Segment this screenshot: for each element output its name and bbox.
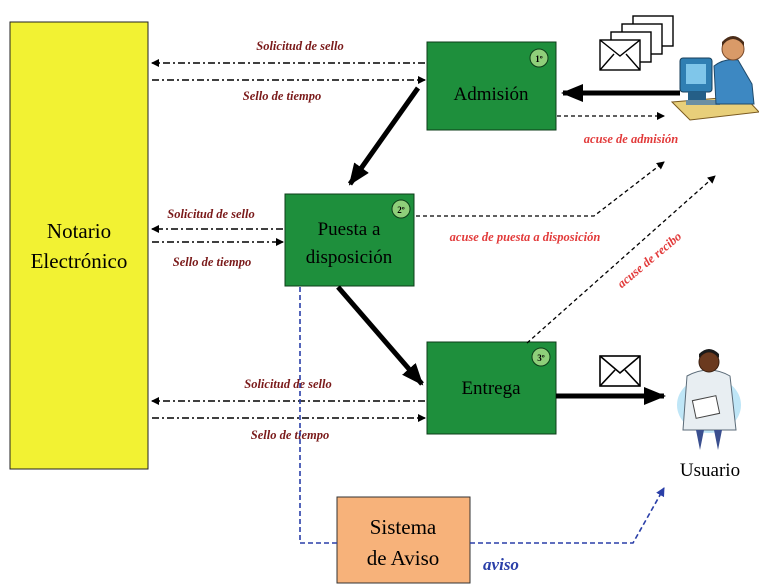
aviso-line1: Sistema (370, 515, 437, 539)
sistema-aviso-box: Sistema de Aviso (336, 496, 471, 584)
puesta-line2: disposición (306, 247, 393, 268)
notario-line1: Notario (47, 219, 111, 243)
label-acuse-recibo: acuse de recibo (615, 229, 685, 291)
step-badge-2 (391, 199, 411, 219)
puesta-line1: Puesta a (318, 219, 381, 240)
entrega-label: Entrega (461, 378, 521, 399)
notario-line2: Electrónico (31, 249, 128, 273)
acuse-recibo-arrow (526, 175, 716, 344)
aviso-link-line (299, 287, 337, 544)
step-badge-1-text: 1º (535, 54, 543, 64)
flow-arrow-puesta-to-entrega (336, 285, 424, 386)
office-worker-at-computer-icon (670, 36, 759, 121)
puesta-disposicion-box: Puesta a disposición 2º (284, 193, 415, 287)
acuse-puesta-arrow (416, 161, 665, 217)
step-badge-2-text: 2º (397, 205, 405, 215)
aviso-arrow (470, 487, 665, 544)
entrega-box: Entrega 3º (426, 341, 557, 435)
label-acuse-admision: acuse de admisión (584, 132, 678, 146)
notario-electronico-box: Notario Electrónico (9, 21, 149, 470)
step-badge-3-text: 3º (537, 353, 545, 363)
label-usuario: Usuario (680, 460, 740, 481)
label-sello-tiempo-2: Sello de tiempo (173, 255, 251, 269)
label-sello-tiempo-1: Sello de tiempo (243, 89, 321, 103)
label-solicitud-sello-3: Solicitud de sello (244, 377, 332, 391)
person-holding-document-icon (677, 349, 741, 450)
admision-box: Admisión 1º (426, 41, 557, 131)
envelope-icon (599, 355, 641, 387)
aviso-line2: de Aviso (367, 546, 440, 570)
label-acuse-puesta: acuse de puesta a disposición (450, 230, 601, 244)
label-solicitud-sello-1: Solicitud de sello (256, 39, 344, 53)
admision-label: Admisión (454, 84, 529, 105)
flow-arrow-admision-to-puesta (347, 86, 421, 186)
envelope-stack-icon (599, 15, 674, 71)
step-badge-3 (531, 347, 551, 367)
label-solicitud-sello-2: Solicitud de sello (167, 207, 255, 221)
label-sello-tiempo-3: Sello de tiempo (251, 428, 329, 442)
label-aviso: aviso (483, 555, 519, 574)
step-badge-1 (529, 48, 549, 68)
